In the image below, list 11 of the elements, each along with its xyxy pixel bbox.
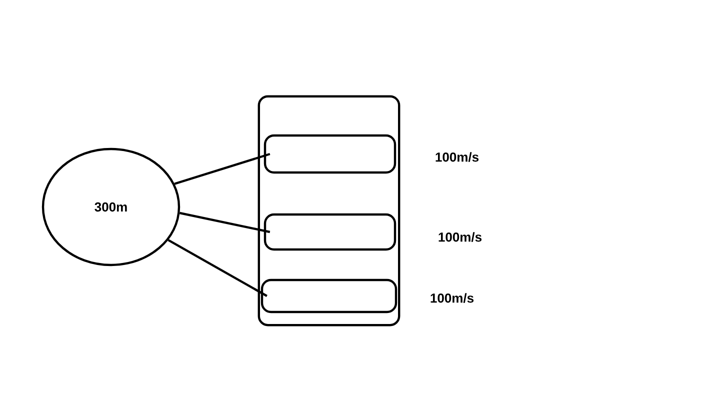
speed-label: 100m/s (430, 293, 474, 303)
slot-box (260, 278, 398, 314)
connector-line (180, 212, 270, 234)
speed-label: 100m/s (436, 152, 479, 162)
slot-box (264, 213, 396, 251)
speed-label: 100m/s (438, 232, 482, 242)
container-box (258, 95, 400, 326)
connector-line (168, 239, 268, 297)
ellipse-node: 300m (42, 148, 180, 266)
connector-line (174, 152, 270, 185)
slot-box (264, 134, 396, 174)
